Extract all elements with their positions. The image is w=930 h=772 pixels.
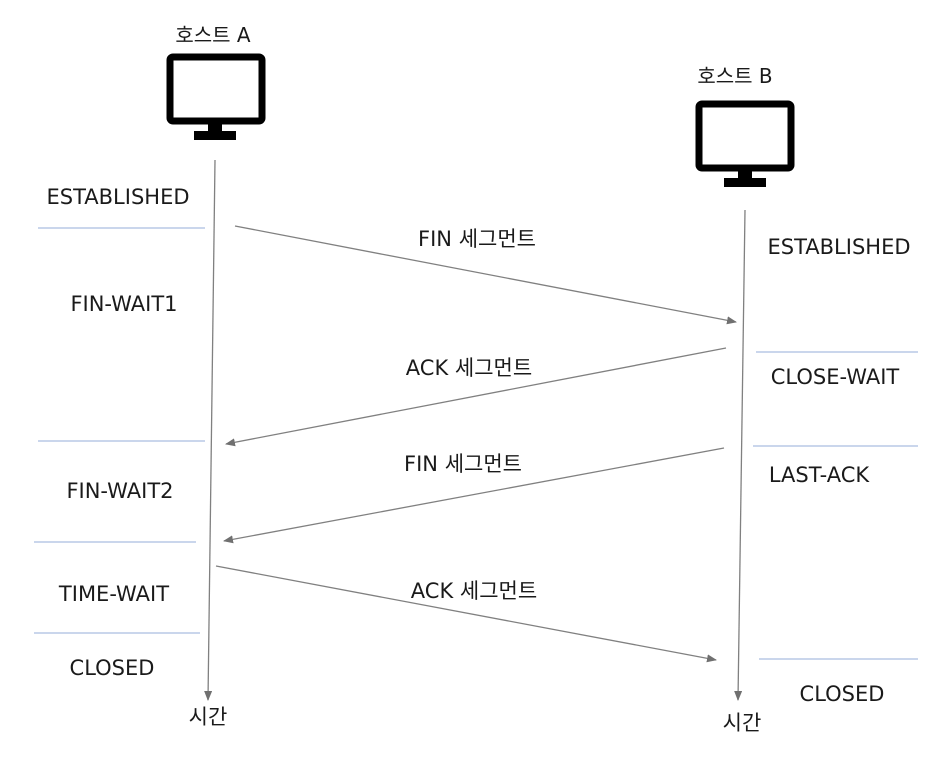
monitor-icon xyxy=(166,53,266,140)
host-a-time-label: 시간 xyxy=(189,705,228,729)
host-b-state: LAST-ACK xyxy=(769,463,871,487)
host-a-state: ESTABLISHED xyxy=(46,185,189,209)
host-a-timeline xyxy=(204,159,216,701)
host-b-state: ESTABLISHED xyxy=(767,235,910,259)
message-arrow xyxy=(225,347,727,447)
message-arrow xyxy=(215,565,717,663)
message-arrow xyxy=(234,225,737,325)
host-b-state: CLOSE-WAIT xyxy=(771,365,900,389)
host-a-state: CLOSED xyxy=(70,656,155,680)
message-label: ACK 세그먼트 xyxy=(406,356,532,380)
message-arrow xyxy=(223,447,725,544)
host-b-time-label: 시간 xyxy=(723,711,762,735)
host-a-state: TIME-WAIT xyxy=(58,582,169,606)
message-label: FIN 세그먼트 xyxy=(418,227,536,251)
host-b-state: CLOSED xyxy=(800,682,885,706)
host-b-timeline xyxy=(734,209,746,701)
message-label: ACK 세그먼트 xyxy=(411,579,537,603)
host-a-state: FIN-WAIT1 xyxy=(70,292,177,316)
monitor-icon xyxy=(695,100,795,187)
host-b-label: 호스트 B xyxy=(697,64,772,88)
host-a-state: FIN-WAIT2 xyxy=(66,479,173,503)
message-label: FIN 세그먼트 xyxy=(404,452,522,476)
host-a-label: 호스트 A xyxy=(175,23,251,47)
